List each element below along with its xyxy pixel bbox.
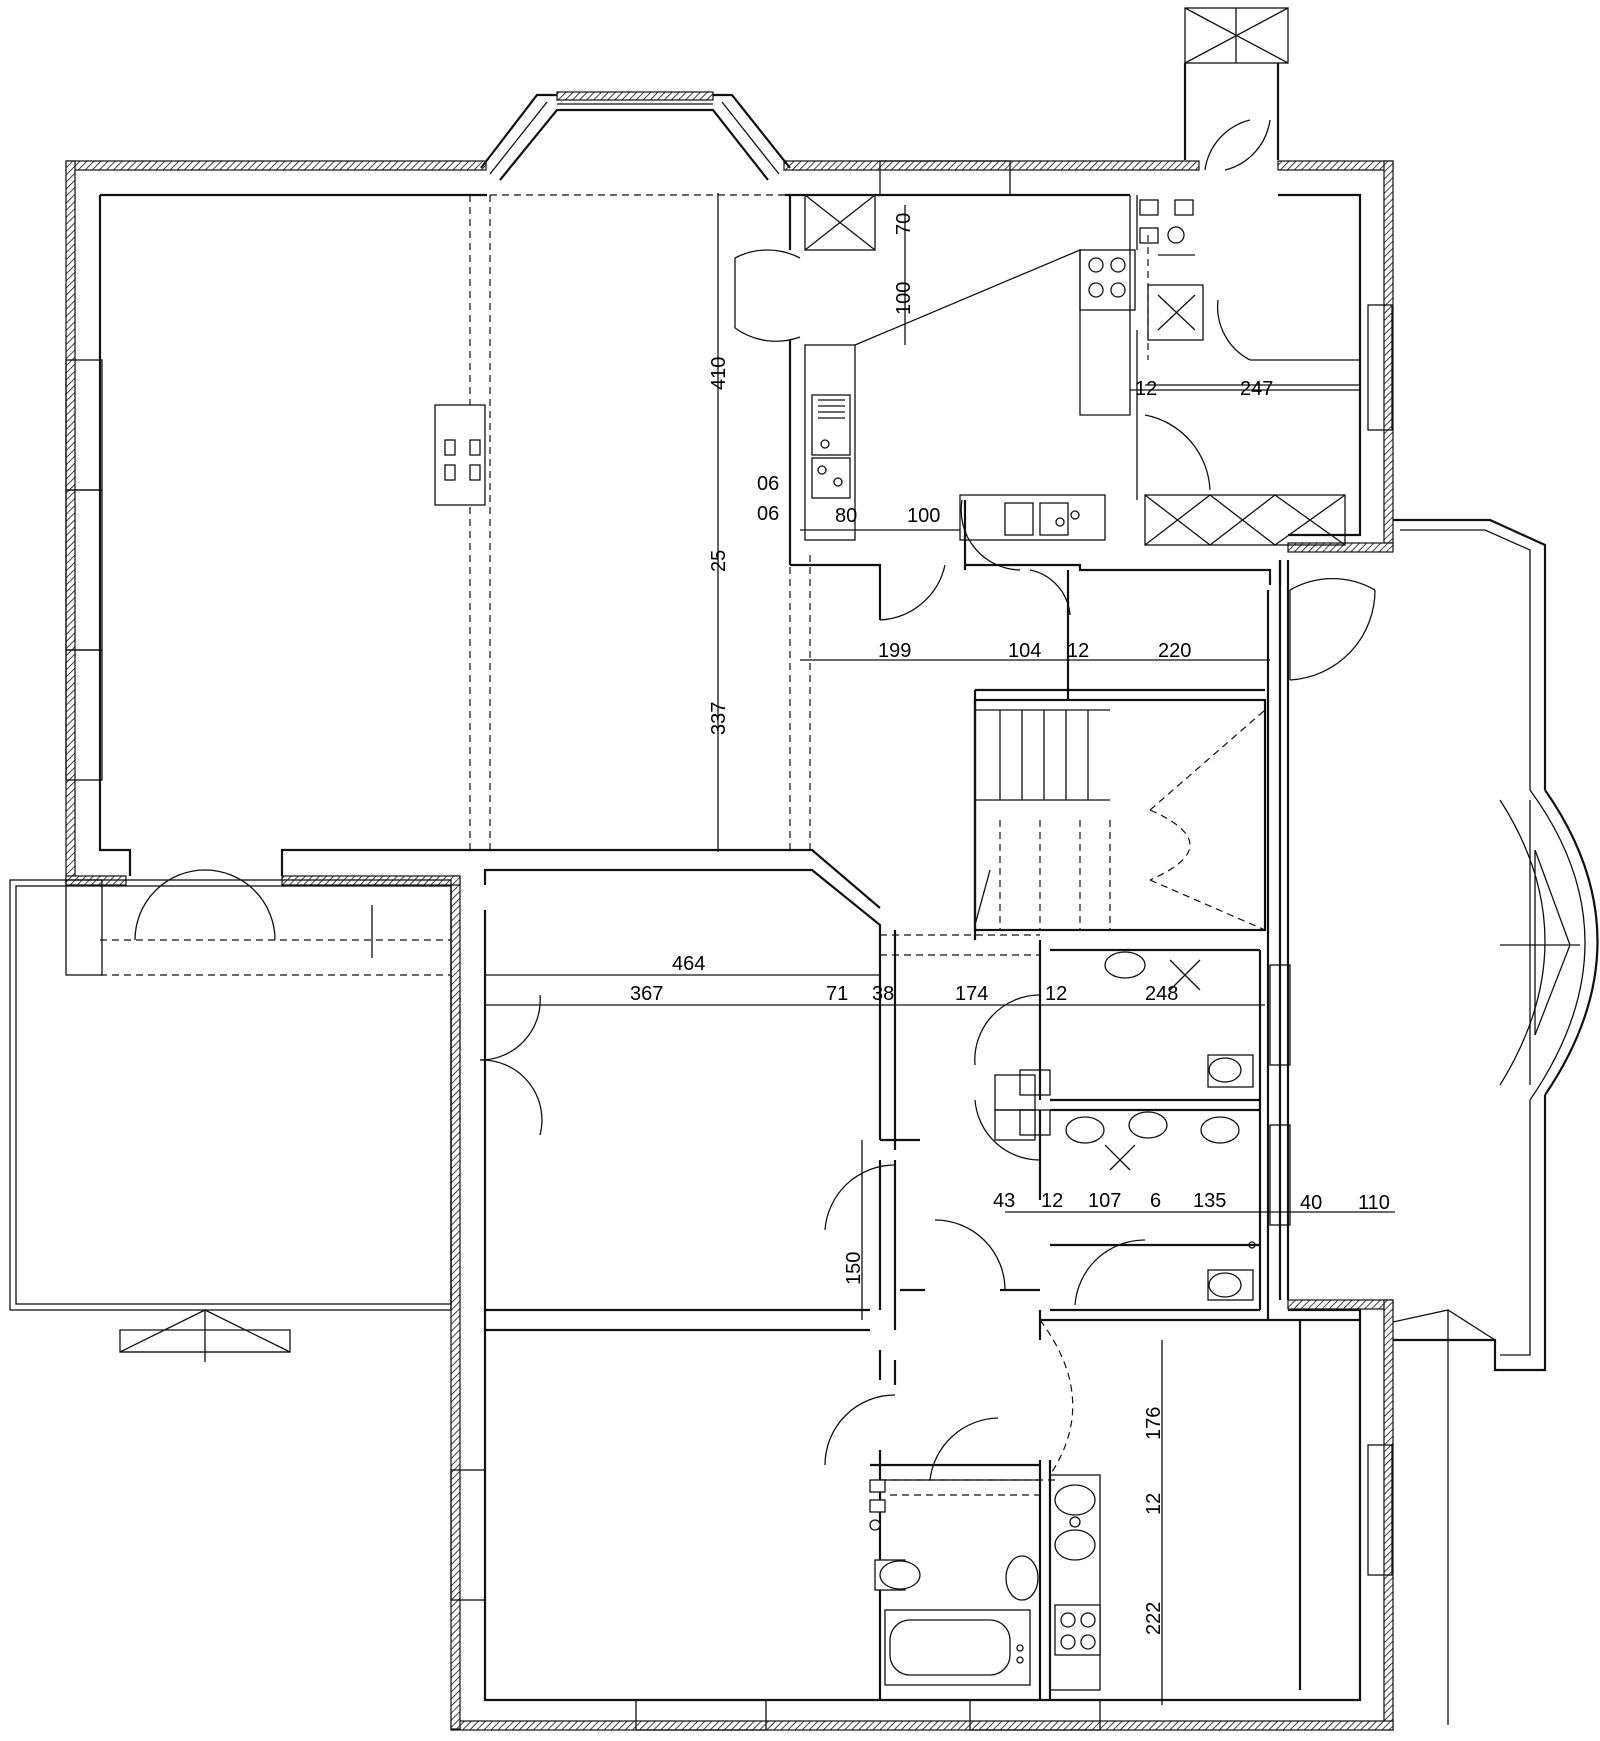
dim-80: 80	[835, 505, 857, 527]
dim-110: 110	[1358, 1192, 1390, 1214]
dim-06-a: 06	[757, 473, 779, 495]
dimension-lines	[485, 193, 1395, 1705]
dim-6: 6	[1150, 1190, 1161, 1212]
dim-176: 176	[1143, 1407, 1165, 1440]
dim-38: 38	[872, 983, 894, 1005]
dim-12-boiler: 12	[1135, 378, 1157, 400]
dim-337: 337	[708, 702, 730, 735]
dim-43: 43	[993, 1190, 1015, 1212]
boiler-room	[1139, 199, 1204, 341]
dim-135: 135	[1193, 1190, 1226, 1212]
dim-199: 199	[878, 640, 911, 662]
dim-06-b: 06	[757, 503, 779, 525]
staircase	[973, 698, 1267, 932]
kitchenette	[1049, 1474, 1101, 1691]
dim-410: 410	[708, 357, 730, 390]
dim-12-lower: 12	[1143, 1493, 1165, 1515]
dim-100-kitchen: 100	[893, 282, 915, 315]
dim-222: 222	[1143, 1602, 1165, 1635]
entrance-canopy	[1183, 7, 1289, 160]
dim-71: 71	[826, 983, 848, 1005]
exterior-walls	[65, 160, 1394, 1731]
wall-outlines	[98, 193, 1362, 1702]
dim-247: 247	[1240, 378, 1273, 400]
bay-window-top	[480, 91, 791, 181]
dim-25: 25	[708, 550, 730, 572]
lower-bathroom	[869, 1479, 1041, 1701]
dim-12-bath: 12	[1041, 1190, 1063, 1212]
dim-220: 220	[1158, 640, 1191, 662]
dim-70: 70	[893, 213, 915, 235]
dim-150: 150	[843, 1252, 865, 1285]
kitchen	[804, 194, 1346, 546]
doors	[134, 119, 1376, 1481]
dimension-labels: 70 100 410 12 247 06 06 80 100 25 199 10…	[630, 213, 1390, 1635]
dim-12-corridor: 12	[1045, 983, 1067, 1005]
dim-464: 464	[672, 953, 705, 975]
chimney	[434, 404, 486, 506]
windows	[65, 160, 1393, 1731]
dim-12-hall: 12	[1067, 640, 1089, 662]
dim-107: 107	[1088, 1190, 1121, 1212]
dim-104: 104	[1008, 640, 1041, 662]
interior-walls	[788, 195, 1360, 1700]
dim-248: 248	[1145, 983, 1178, 1005]
dim-174: 174	[955, 983, 988, 1005]
dim-40: 40	[1300, 1192, 1322, 1214]
terrace-left	[9, 879, 452, 1362]
dim-100-sink: 100	[907, 505, 940, 527]
winter-garden-right	[1392, 518, 1599, 1725]
dashed-lines	[459, 194, 1149, 1496]
dim-367: 367	[630, 983, 663, 1005]
bathroom-fixtures	[994, 951, 1256, 1301]
